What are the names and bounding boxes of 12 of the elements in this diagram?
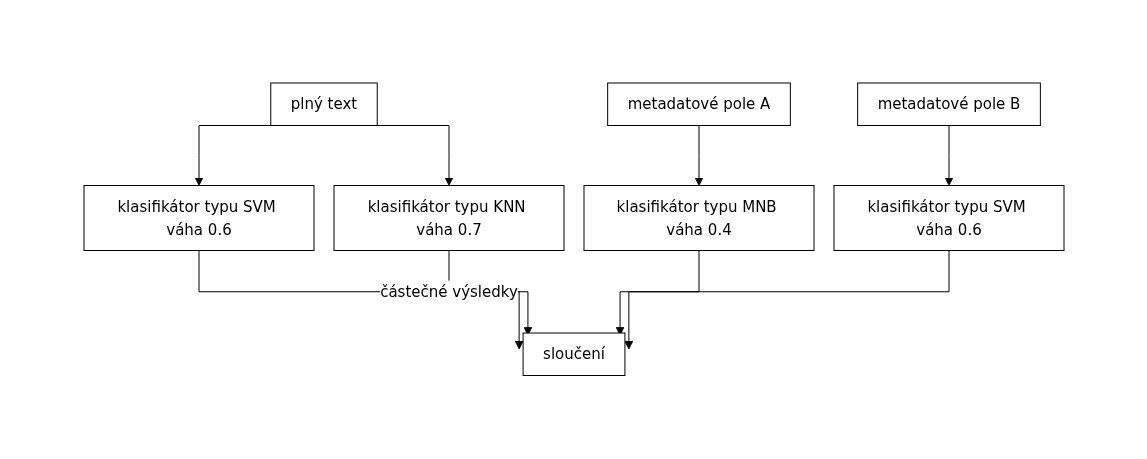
- edge-label: částečné výsledky: [379, 282, 518, 301]
- node-box: klasifikátor typu SVM váha 0.6: [833, 185, 1064, 252]
- node-box: klasifikátor typu SVM váha 0.6: [83, 185, 314, 252]
- arrow: [694, 125, 703, 187]
- node-box: klasifikátor typu MNB váha 0.4: [583, 185, 814, 252]
- arrow: [944, 125, 953, 187]
- node-box: klasifikátor typu KNN váha 0.7: [333, 185, 564, 252]
- arrow: [623, 250, 949, 350]
- node-box: metadatové pole A: [606, 82, 791, 127]
- node-box: metadatové pole B: [856, 82, 1041, 127]
- node-box: sloučení: [522, 332, 625, 377]
- node-box: plný text: [269, 82, 378, 127]
